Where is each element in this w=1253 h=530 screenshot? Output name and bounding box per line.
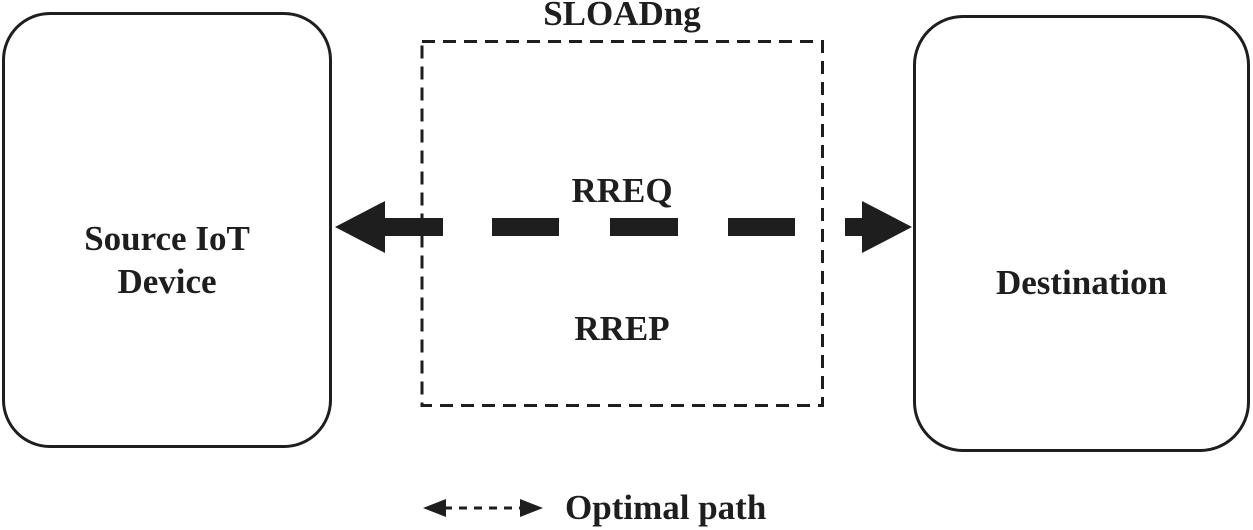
route-arrow-dash (610, 218, 678, 236)
route-arrow-icon (335, 201, 912, 253)
route-arrow-dash (845, 218, 865, 236)
legend-arrow-right-head (520, 499, 543, 517)
source-label-line2: Device (117, 262, 217, 301)
source-iot-device-label: Source IoT Device (84, 217, 250, 303)
source-label-line1: Source IoT (84, 219, 250, 258)
rrep-label: RREP (574, 309, 670, 348)
source-iot-device-box: Source IoT Device (2, 12, 332, 448)
destination-box: Destination (913, 15, 1250, 452)
rreq-label: RREQ (571, 171, 673, 210)
route-arrow-dash (492, 218, 559, 236)
optimal-path-arrow-icon (423, 499, 543, 517)
route-arrow-right-head (862, 201, 912, 253)
route-arrow-dash (384, 218, 443, 236)
legend-arrow-left-head (423, 499, 446, 517)
route-arrow-left-head (335, 201, 385, 253)
legend-label: Optimal path (565, 488, 767, 527)
destination-label: Destination (995, 263, 1168, 302)
sloadng-title: SLOADng (543, 0, 701, 33)
route-arrow-dash (728, 218, 795, 236)
